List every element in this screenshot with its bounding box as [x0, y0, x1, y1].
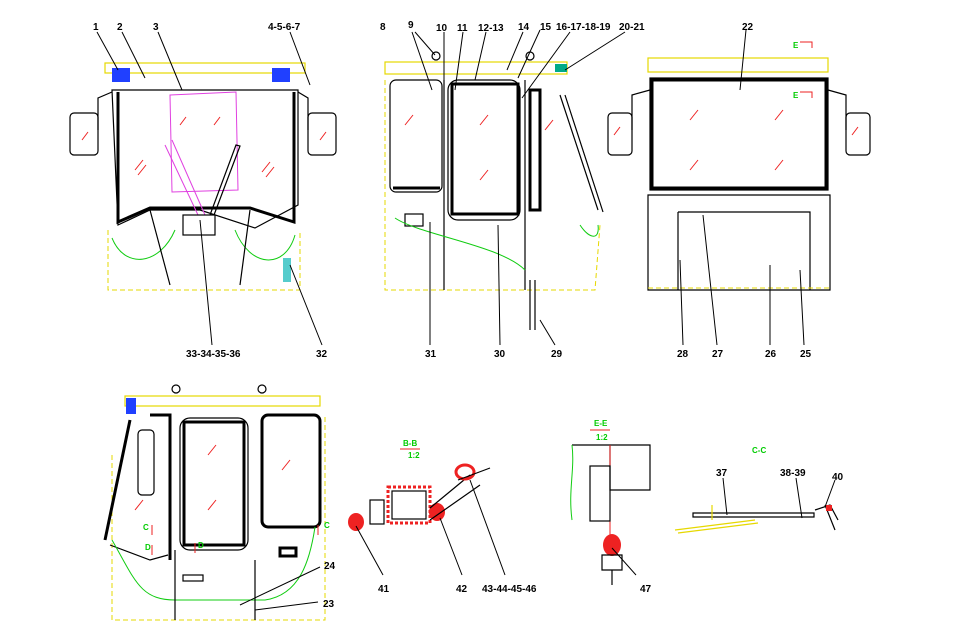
rear-view: [607, 57, 871, 291]
section-b-b-scale: 1:2: [408, 451, 420, 460]
callout-38-39: 38-39: [780, 468, 806, 479]
clamp-41: [348, 513, 364, 531]
callout-23: 23: [323, 599, 335, 610]
detail-c-c: [674, 504, 839, 534]
callout-27: 27: [712, 349, 724, 360]
callout-1: 1: [93, 22, 99, 33]
detail-b-b: [348, 463, 491, 531]
section-c-c-title: C-C: [752, 446, 766, 455]
detail-e-e: [570, 444, 651, 585]
mirror-right: [307, 112, 337, 156]
section-mark-d-right: D: [198, 541, 204, 550]
section-mark-e-top: E: [793, 41, 799, 50]
callout-20-21: 20-21: [619, 22, 645, 33]
callout-4-7: 4-5-6-7: [268, 22, 301, 33]
callout-32: 32: [316, 349, 328, 360]
callout-16-19: 16-17-18-19: [556, 22, 611, 33]
callout-10: 10: [436, 23, 448, 34]
callout-41: 41: [378, 584, 390, 595]
side-view-lower: [103, 384, 326, 621]
section-e-e-title: E-E: [594, 419, 608, 428]
side-view: [384, 51, 604, 330]
callout-33-36: 33-34-35-36: [186, 349, 241, 360]
callout-29: 29: [551, 349, 563, 360]
section-e-e-scale: 1:2: [596, 433, 608, 442]
callout-43-46: 43-44-45-46: [482, 584, 537, 595]
callout-8: 8: [380, 22, 386, 33]
section-b-b-title: B-B: [403, 439, 417, 448]
hatch-panel: [283, 258, 291, 282]
front-light-right: [272, 68, 290, 82]
callout-11: 11: [457, 23, 468, 34]
callout-12-13: 12-13: [478, 23, 504, 34]
callout-2: 2: [117, 22, 123, 33]
callout-3: 3: [153, 22, 159, 33]
section-mark-e-bottom: E: [793, 91, 799, 100]
callout-42: 42: [456, 584, 468, 595]
clamp-42: [429, 503, 445, 521]
clamp-47: [603, 534, 621, 556]
callout-31: 31: [425, 349, 437, 360]
callout-40: 40: [832, 472, 844, 483]
callout-28: 28: [677, 349, 689, 360]
callout-labels: 1 2 3 4-5-6-7 8 9 10 11 12-13 14 15 16-1…: [93, 20, 844, 610]
callout-30: 30: [494, 349, 506, 360]
callout-15: 15: [540, 22, 552, 33]
callout-14: 14: [518, 22, 530, 33]
callout-9: 9: [408, 20, 414, 31]
leader-lines: [96, 29, 836, 611]
callout-37: 37: [716, 468, 728, 479]
section-mark-c-left: C: [143, 523, 149, 532]
section-marks: B-B 1:2 E-E 1:2 C-C E E C D D C: [143, 41, 813, 555]
callout-25: 25: [800, 349, 812, 360]
callout-22: 22: [742, 22, 754, 33]
callout-24: 24: [324, 561, 336, 572]
mirror-left: [69, 112, 99, 156]
callout-47: 47: [640, 584, 652, 595]
side-light: [555, 64, 567, 72]
section-mark-c-right: C: [324, 521, 330, 530]
section-mark-d-left: D: [145, 543, 151, 552]
front-light-left: [112, 68, 130, 82]
front-view: [69, 62, 337, 291]
callout-26: 26: [765, 349, 777, 360]
